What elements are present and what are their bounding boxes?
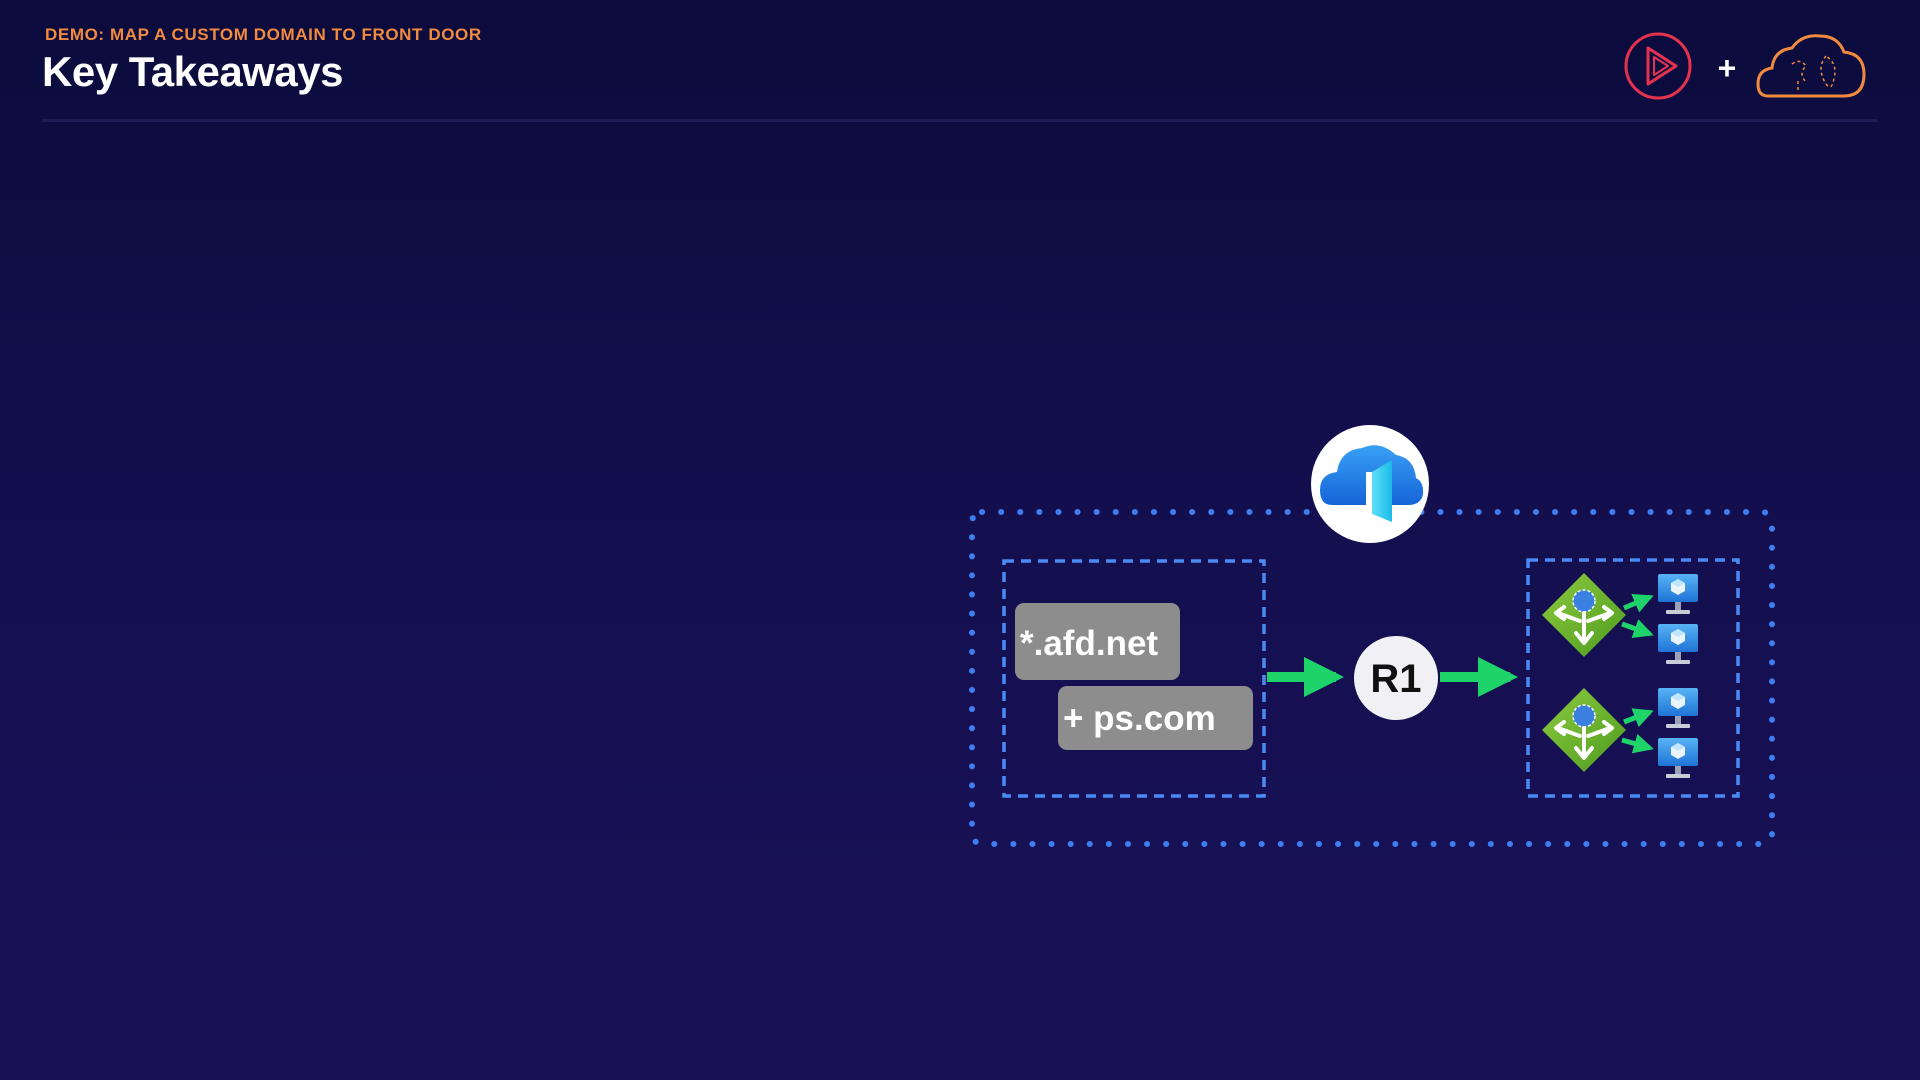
lb1-to-vm2-arrow [1621, 619, 1654, 639]
load-balancer-icon [1540, 686, 1628, 774]
domains-box [1002, 559, 1266, 798]
default-domain-chip: *.afd.net [1015, 603, 1180, 680]
virtual-machine-icon [1658, 624, 1698, 664]
custom-domain-chip: + ps.com [1058, 686, 1253, 750]
origin-group-1 [1540, 571, 1698, 664]
cloud-brain-icon [1756, 34, 1866, 98]
lb1-to-vm1-arrow [1623, 594, 1654, 613]
load-balancer-icon [1540, 571, 1628, 659]
default-domain-label: *.afd.net [1020, 624, 1158, 663]
lb2-to-vm1-arrow [1623, 708, 1654, 728]
origin-group-2 [1540, 686, 1698, 778]
plus-sign: + [1718, 50, 1737, 86]
page-title: Key Takeaways [42, 48, 343, 95]
route-node: R1 [1354, 636, 1438, 720]
pluralsight-play-icon [1624, 32, 1692, 100]
virtual-machine-icon [1658, 574, 1698, 614]
header-logos: + [1624, 32, 1866, 100]
route-label: R1 [1370, 657, 1421, 701]
origin-groups-box [1526, 558, 1740, 798]
lb2-to-vm2-arrow [1621, 733, 1654, 754]
virtual-machine-icon [1658, 688, 1698, 728]
custom-domain-label: + ps.com [1063, 699, 1216, 738]
virtual-machine-icon [1658, 738, 1698, 778]
azure-front-door-icon [1311, 425, 1429, 543]
header-divider [42, 119, 1877, 122]
eyebrow-label: DEMO: MAP A CUSTOM DOMAIN TO FRONT DOOR [45, 25, 482, 44]
